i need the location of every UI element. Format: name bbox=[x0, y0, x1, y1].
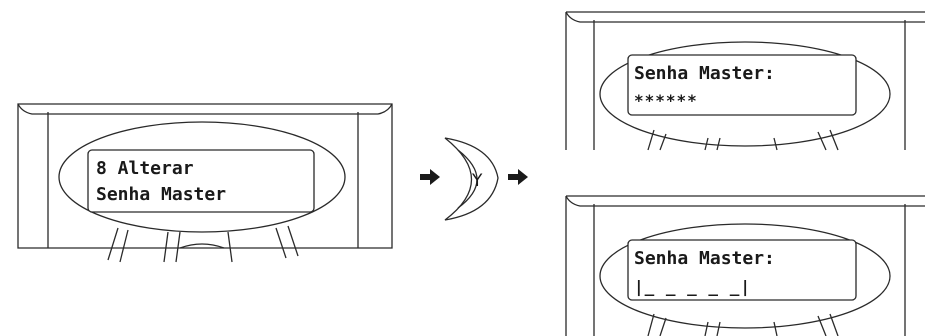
lcd-bottom-line1: Senha Master: bbox=[634, 248, 775, 269]
lcd-left-line1: 8 Alterar bbox=[96, 158, 194, 179]
lcd-left-line2: Senha Master bbox=[96, 184, 226, 205]
device-top-right: Senha Master: ****** bbox=[566, 12, 925, 150]
lcd-top-line2: ****** bbox=[634, 91, 698, 110]
device-left: 8 Alterar Senha Master bbox=[18, 104, 392, 262]
lcd-bottom-line2: |_ _ _ _ _| bbox=[634, 277, 751, 297]
lcd-top-line1: Senha Master: bbox=[634, 63, 775, 84]
arrow-right-icon bbox=[508, 169, 528, 185]
device-bottom-right: Senha Master: |_ _ _ _ _| bbox=[566, 196, 925, 336]
y-key-icon: Y bbox=[445, 138, 498, 220]
arrow-right-icon bbox=[420, 169, 440, 185]
y-key-label: Y bbox=[471, 171, 483, 191]
